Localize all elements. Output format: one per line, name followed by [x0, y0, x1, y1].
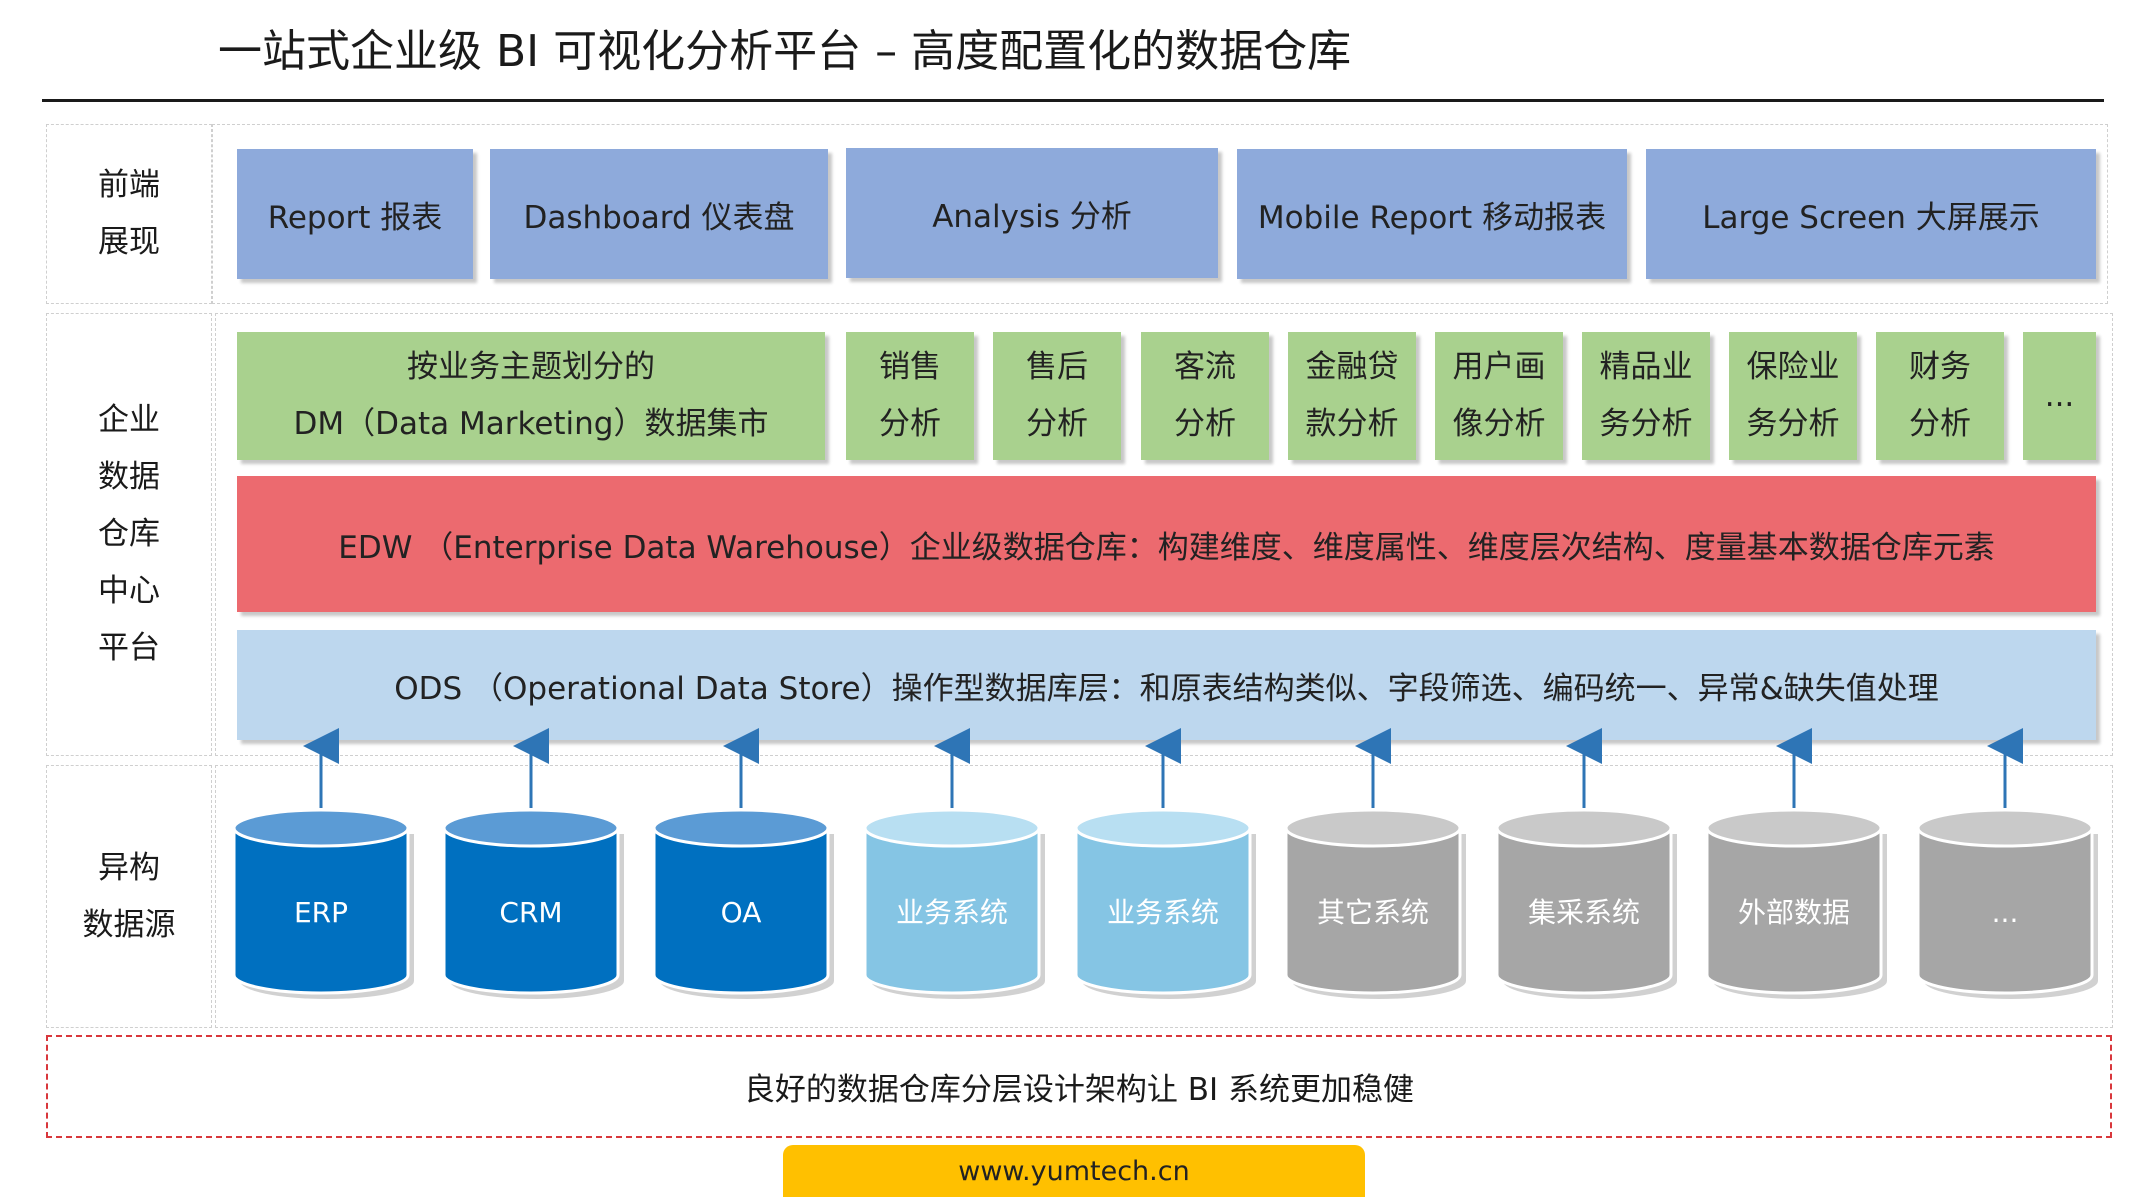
source-label: OA [721, 896, 762, 929]
dm-item-line: 款分析 [1305, 406, 1399, 442]
dw-label-line: 平台 [98, 630, 160, 666]
source-label: ERP [294, 896, 348, 929]
source-label: 业务系统 [896, 896, 1008, 929]
dm-item-more: ... [2023, 332, 2096, 460]
cylinder-body [232, 826, 410, 995]
cylinder-body [442, 826, 620, 995]
dm-item-line: 保险业 [1746, 349, 1840, 385]
dm-item-line: 分析 [1909, 406, 1971, 442]
footer-note-text: 良好的数据仓库分层设计架构让 BI 系统更加稳健 [743, 1072, 1415, 1108]
dm-item-sales: 销售分析 [846, 332, 974, 460]
dm-item-line: 精品业 [1599, 349, 1693, 385]
dw-label-line: 企业 [98, 402, 160, 438]
source-cylinder: 外部数据 [1705, 728, 1887, 999]
ods-bar: ODS （Operational Data Store）操作型数据库层：和原表结… [237, 630, 2096, 740]
cylinder-body [652, 826, 830, 995]
dm-item-line: 分析 [1026, 406, 1088, 442]
cylinder-body [1495, 826, 1673, 995]
dashboard-card: Dashboard 仪表盘 [490, 149, 828, 279]
cylinder-top [652, 808, 830, 848]
dm-item-line: 销售 [879, 349, 941, 385]
cylinder-top [442, 808, 620, 848]
cylinder-top [1074, 808, 1252, 848]
dm-item-after-sales: 售后分析 [993, 332, 1121, 460]
dm-main-card: 按业务主题划分的 DM（Data Marketing）数据集市 [237, 332, 825, 460]
page-title: 一站式企业级 BI 可视化分析平台 – 高度配置化的数据仓库 [218, 26, 1352, 77]
dm-item-line: 金融贷 [1305, 349, 1399, 385]
title-divider [42, 99, 2104, 102]
frontend-label-line: 前端 [98, 167, 160, 203]
sources-layer-label: 异构 数据源 [46, 765, 212, 1028]
dm-item-line: 务分析 [1746, 406, 1840, 442]
source-cylinder: 其它系统 [1284, 728, 1466, 999]
dm-item-line: 财务 [1909, 349, 1971, 385]
source-cylinder: ... [1916, 728, 2098, 999]
dw-label-line: 数据 [98, 459, 160, 495]
frontend-label-line: 展现 [98, 224, 160, 260]
source-cylinder: 业务系统 [863, 728, 1045, 999]
cylinder-top [1495, 808, 1673, 848]
dm-item-insurance: 保险业务分析 [1729, 332, 1857, 460]
website-url-text: www.yumtech.cn [958, 1155, 1190, 1187]
dw-layer-label: 企业 数据 仓库 中心 平台 [46, 313, 212, 756]
dm-main-line: DM（Data Marketing）数据集市 [293, 406, 769, 442]
frontend-layer-label: 前端 展现 [46, 124, 212, 304]
sources-label-line: 异构 [98, 849, 160, 886]
dw-label-line: 仓库 [98, 516, 160, 552]
website-url: www.yumtech.cn [783, 1145, 1365, 1197]
dm-item-finance: 财务分析 [1876, 332, 2004, 460]
mobile-report-card: Mobile Report 移动报表 [1237, 149, 1627, 279]
edw-bar: EDW （Enterprise Data Warehouse）企业级数据仓库：构… [237, 476, 2096, 612]
dm-item-user-profile: 用户画像分析 [1435, 332, 1563, 460]
dw-label-line: 中心 [98, 573, 160, 609]
dm-item-line: 像分析 [1452, 406, 1546, 442]
source-cylinder: 业务系统 [1074, 728, 1256, 999]
dm-item-line: 务分析 [1599, 406, 1693, 442]
source-label: 外部数据 [1738, 896, 1850, 929]
dm-item-finance-loan: 金融贷款分析 [1288, 332, 1416, 460]
sources-label-line: 数据源 [82, 906, 176, 943]
source-cylinder: 集采系统 [1495, 728, 1677, 999]
source-cylinder: CRM [442, 728, 624, 999]
cylinder-body [1916, 826, 2094, 995]
dm-item-line: ... [2044, 377, 2075, 414]
dm-item-line: 用户画 [1452, 349, 1546, 385]
dm-item-line: 分析 [879, 406, 941, 442]
cylinder-top [863, 808, 1041, 848]
dm-main-line: 按业务主题划分的 [407, 349, 655, 385]
source-label: ... [1992, 896, 2019, 929]
source-label: 其它系统 [1317, 896, 1429, 929]
cylinder-body [1705, 826, 1883, 995]
dm-item-traffic: 客流分析 [1141, 332, 1269, 460]
cylinder-top [1284, 808, 1462, 848]
large-screen-card: Large Screen 大屏展示 [1646, 149, 2096, 279]
cylinder-top [1705, 808, 1883, 848]
frontend-layer [212, 124, 2108, 304]
analysis-card: Analysis 分析 [846, 148, 1218, 278]
footer-note: 良好的数据仓库分层设计架构让 BI 系统更加稳健 [46, 1035, 2112, 1138]
source-cylinder: ERP [232, 728, 414, 999]
report-card: Report 报表 [237, 149, 473, 279]
source-label: 业务系统 [1107, 896, 1219, 929]
cylinder-body [863, 826, 1041, 995]
cylinder-top [232, 808, 410, 848]
dm-item-line: 售后 [1026, 349, 1088, 385]
cylinder-top [1916, 808, 2094, 848]
cylinder-body [1074, 826, 1252, 995]
dm-item-line: 分析 [1174, 406, 1236, 442]
cylinder-body [1284, 826, 1462, 995]
data-sources-diagram: ERP CRM OA 业务系统 业务系统 其它系统 集采系统 外部数据... [232, 728, 2098, 999]
source-label: CRM [499, 896, 562, 929]
source-cylinder: OA [652, 728, 834, 999]
dm-item-boutique: 精品业务分析 [1582, 332, 1710, 460]
source-label: 集采系统 [1528, 896, 1640, 929]
dm-item-line: 客流 [1174, 349, 1236, 385]
